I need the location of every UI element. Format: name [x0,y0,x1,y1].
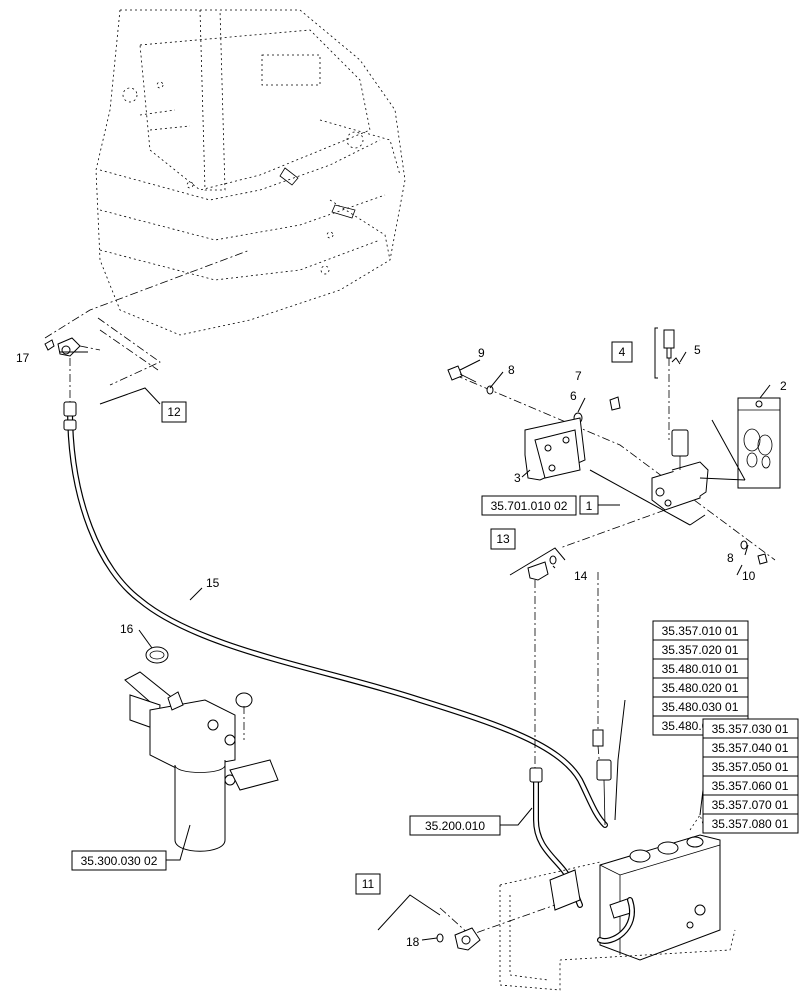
ref-group-a-3: 35.480.020 01 [662,681,739,695]
svg-text:12: 12 [167,405,181,419]
ref-filter: 35.300.030 02 [71,850,167,871]
svg-text:35.701.010 02: 35.701.010 02 [491,499,568,513]
ref-group-a-0: 35.357.010 01 [662,624,739,638]
ref-group-a-2: 35.480.010 01 [662,662,739,676]
frame-leader-lines [44,249,251,386]
bracket-12 [99,387,161,405]
hose-15 [63,401,608,828]
seal-kit-bag-2 [737,384,781,489]
callout-numbers: 2 3 5 6 7 8 8 9 10 14 15 16 17 18 [16,343,787,949]
callout-1-label: 1 [586,499,593,513]
svg-text:4: 4 [619,345,626,359]
callout-3: 3 [514,471,521,485]
callout-10: 10 [742,569,756,583]
callout-5: 5 [694,343,701,357]
ref-group-a-1: 35.357.020 01 [662,643,739,657]
callout-16: 16 [120,622,134,636]
ref-group-b-3: 35.357.060 01 [712,779,789,793]
callout-9: 9 [478,346,485,360]
valve-1 [559,419,746,549]
filter-assembly [124,671,279,852]
callout-14: 14 [574,569,588,583]
callout-8-lower: 8 [727,551,734,565]
elbow-13-14 [509,547,566,770]
reference-boxes: 35.701.010 02 35.300.030 02 35.200.010 3… [71,495,799,871]
callout-15: 15 [206,576,220,590]
callout-6: 6 [570,389,577,403]
machine-frame-phantom [95,9,406,336]
svg-text:35.300.030 02: 35.300.030 02 [81,854,158,868]
ref-valve: 35.701.010 02 [481,495,577,516]
box-callout-4: 4 [611,341,633,363]
ref-group-b-5: 35.357.080 01 [712,817,789,831]
callout-18: 18 [406,935,420,949]
fitting-17 [44,337,101,402]
box-callout-13: 13 [490,528,516,550]
ref-group-a-4: 35.480.030 01 [662,700,739,714]
ref-group-b-1: 35.357.040 01 [712,741,789,755]
ref-group-b-2: 35.357.050 01 [712,760,789,774]
bracket-11-fitting-18 [377,894,556,951]
svg-text:13: 13 [496,532,510,546]
callout-17: 17 [16,351,30,365]
svg-text:35.200.010: 35.200.010 [425,819,485,833]
box-callout-11: 11 [355,873,381,895]
svg-text:11: 11 [362,877,375,891]
bracket-3-and-screws [447,365,776,561]
control-valve-block [499,814,736,991]
ref-hose: 35.200.010 [409,815,501,836]
boxed-callouts: 4 12 13 11 [161,341,633,895]
washer-8-10 [740,540,768,565]
box-callout-12: 12 [161,401,187,423]
box-callout-1 [579,495,599,515]
callout-2: 2 [780,379,787,393]
clamp-16 [138,629,169,664]
phantom-valve-to-block [592,572,604,771]
ref-group-b: 35.357.030 01 35.357.040 01 35.357.050 0… [702,718,799,834]
ref-group-a: 35.357.010 01 35.357.020 01 35.480.010 0… [652,620,749,736]
callout-8-upper: 8 [508,363,515,377]
ref-group-b-4: 35.357.070 01 [712,798,789,812]
ref-group-b-0: 35.357.030 01 [712,722,789,736]
callout-7: 7 [575,369,582,383]
connector-4-5 [654,327,681,440]
